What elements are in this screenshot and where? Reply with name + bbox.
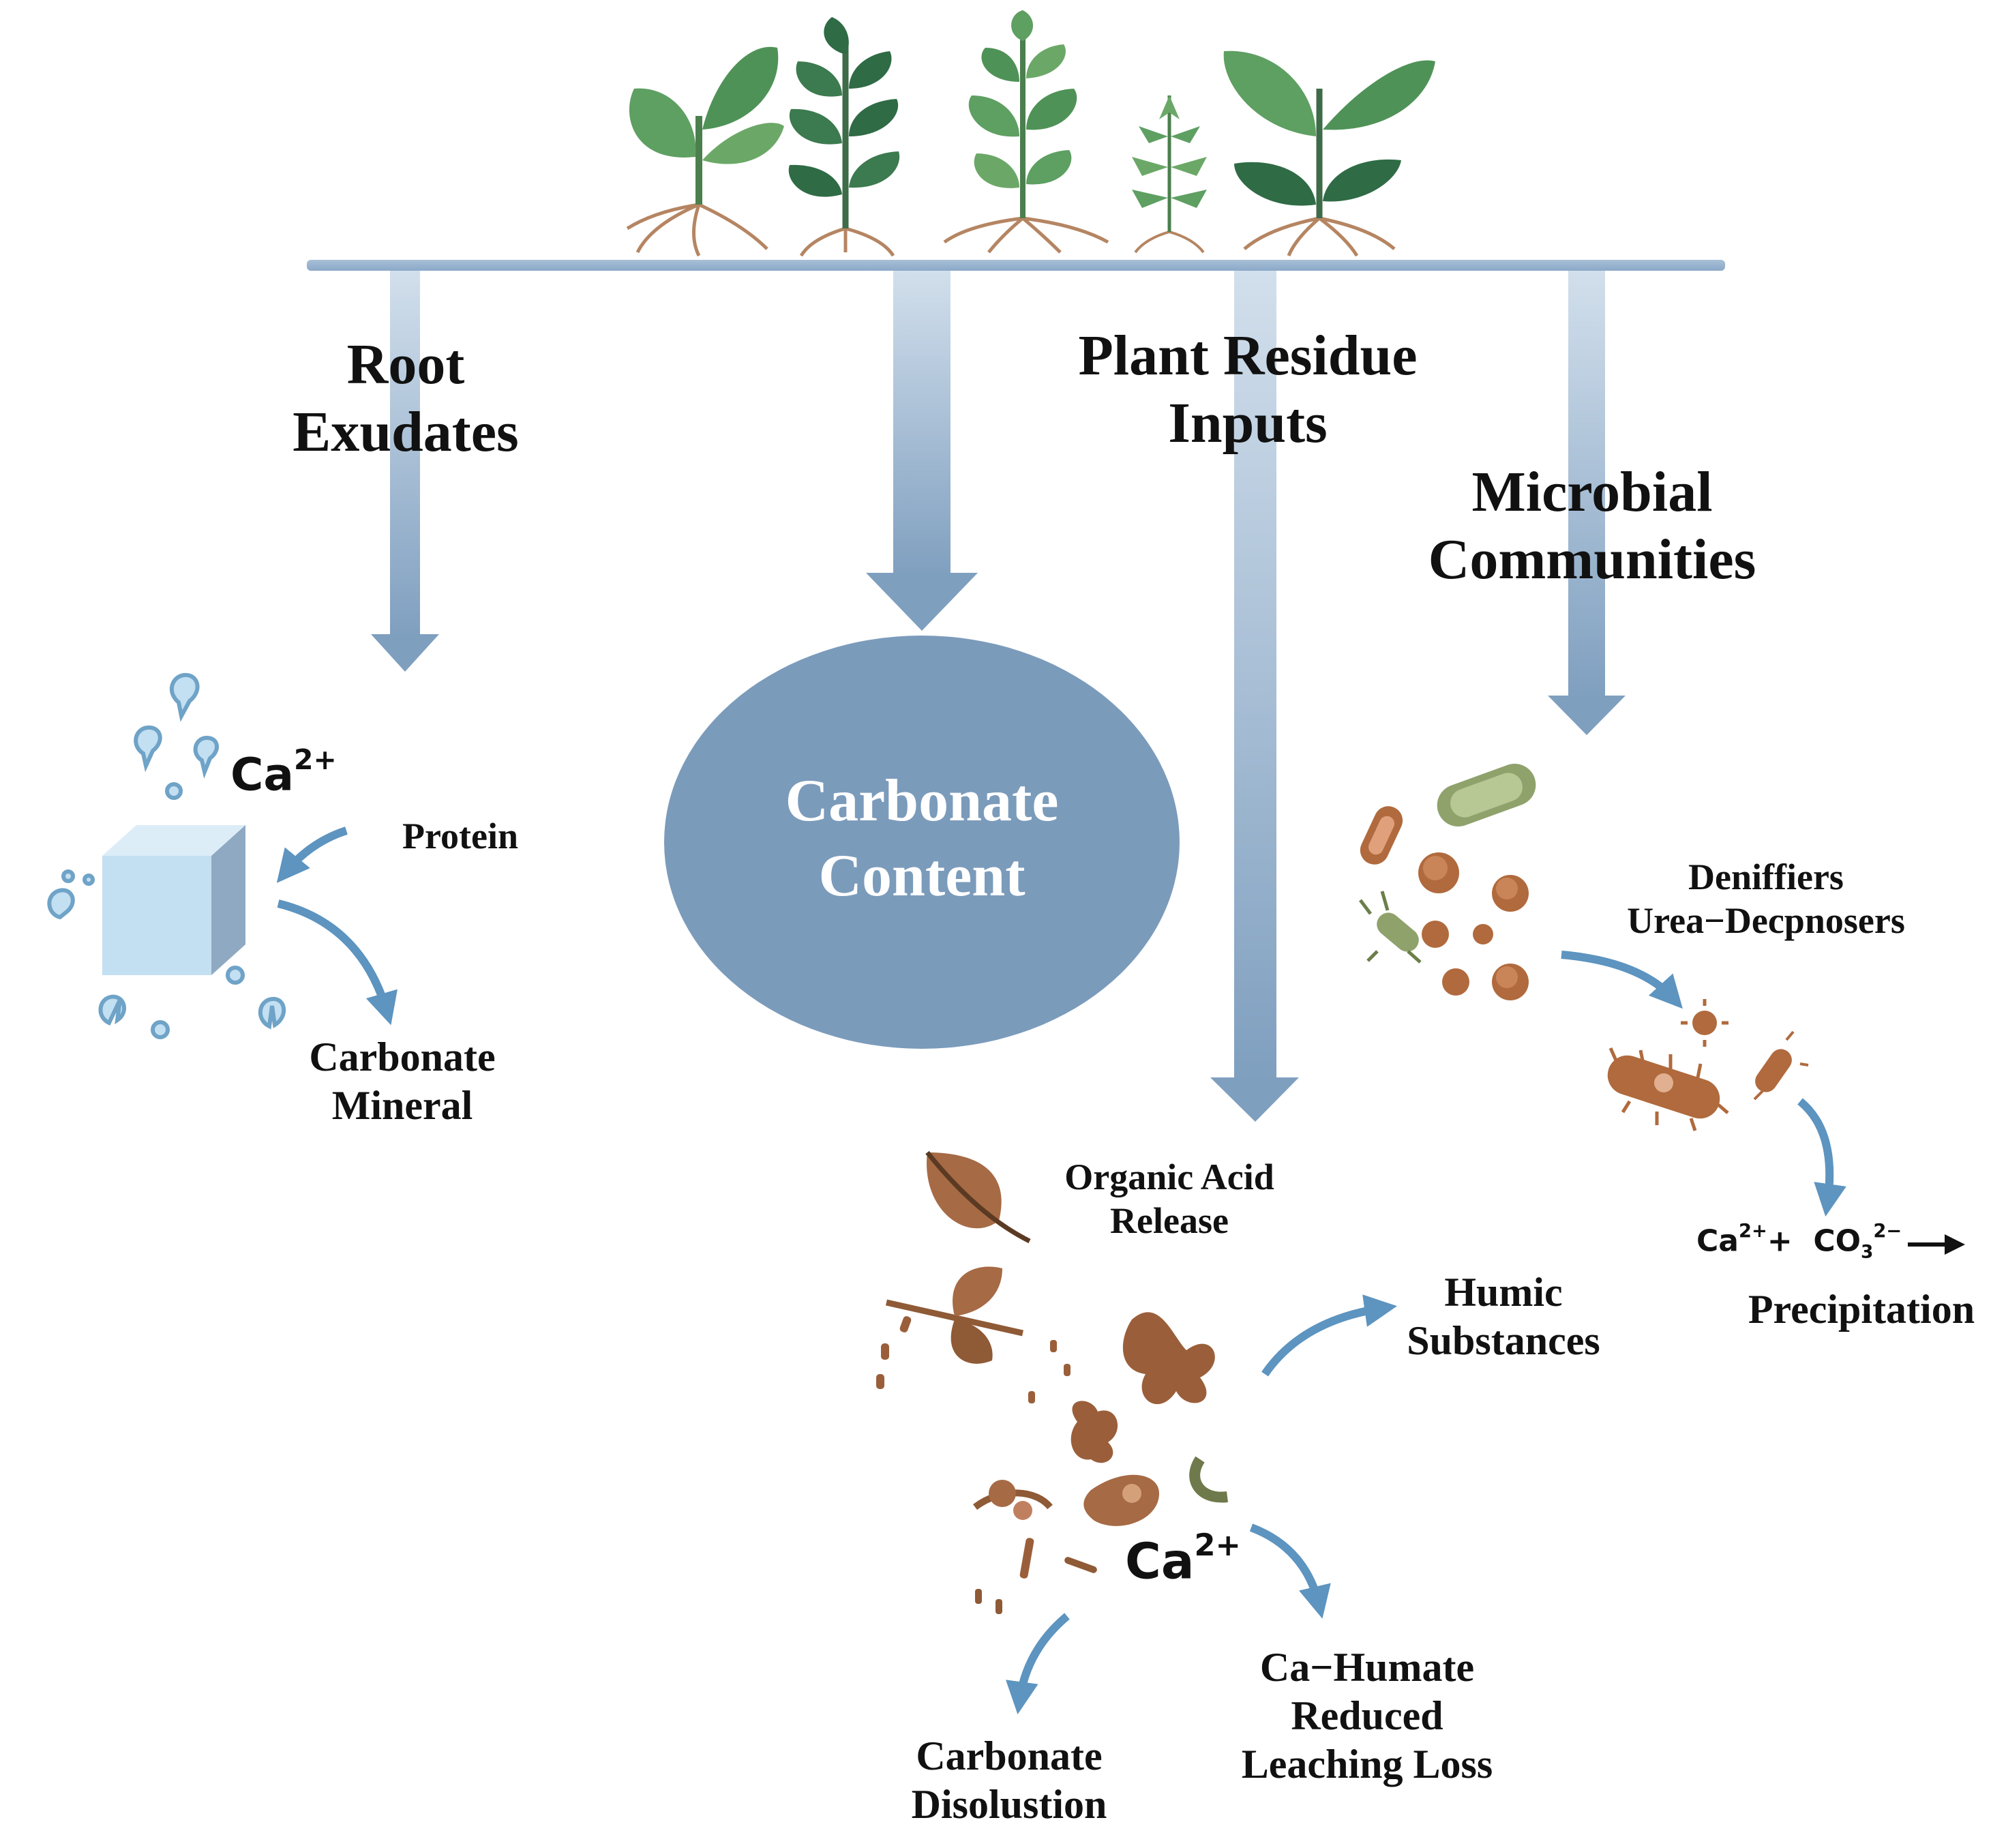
carbonate-mineral-line-2: Mineral [331,1082,473,1128]
residue-leaf-icon [925,1150,1031,1244]
denitrifiers-label: Deniffiers Urea−Decpnosers [1575,856,1957,942]
trunk-bar [307,260,1725,271]
ion-charge: 2+ [1194,1527,1241,1563]
dissolution-arrow [1006,1613,1070,1715]
organic-acid-line-2: Release [1110,1199,1229,1241]
carbonate-content-line-1: Carbonate [785,768,1059,834]
protein-label: Protein [402,816,518,856]
carbonate-mineral-arrow [277,899,398,1026]
precipitation-label: Precipitation [1748,1287,1975,1332]
carbonate-dissolution-label: Carbonate Disolustion [880,1732,1139,1829]
carbonate-symbol: CO [1813,1223,1861,1259]
organic-acid-label: Organic Acid Release [1016,1156,1323,1242]
microbial-communities-arrow [1548,271,1626,735]
microbial-line-2: Communities [1428,528,1756,592]
microbial-line-1: Microbial [1471,460,1713,524]
plant-icon [626,46,784,257]
plus-sign: + [1767,1223,1793,1259]
root-exudates-line-2: Exudates [293,400,519,464]
calcium-ion-residue: Ca2+ [1125,1527,1241,1590]
denitrifiers-line-1: Deniffiers [1688,856,1844,897]
plant-residue-arrow [1210,271,1299,1122]
ion-charge: 2+ [1738,1221,1767,1242]
carbonate-charge: 2− [1873,1221,1902,1242]
dissolution-line-1: Carbonate [916,1733,1103,1778]
root-exudates-label: Root Exudates [245,331,566,466]
organic-acid-line-1: Organic Acid [1064,1157,1274,1197]
protein-arrow [276,826,348,883]
root-exudates-line-1: Root [346,333,465,396]
ion-symbol: Ca [1696,1223,1739,1259]
ion-symbol: Ca [1125,1532,1195,1590]
humic-line-2: Substances [1407,1317,1600,1363]
humic-line-1: Humic [1444,1270,1563,1315]
bacteria-cluster-icon [1359,763,1536,1000]
ca-humate-line-2: Reduced [1291,1693,1443,1738]
ion-charge: 2+ [293,743,337,776]
plant-residue-label: Plant Residue Inputs [1016,322,1480,457]
plant-residue-line-2: Inputs [1168,391,1328,456]
decomposing-residue-icon [973,1401,1228,1614]
carbonate-content-ellipse [664,636,1180,1049]
ca-humate-line-1: Ca−Humate [1259,1645,1475,1690]
ca-humate-label: Ca−Humate Reduced Leaching Loss [1207,1643,1527,1788]
plant-icon [1223,50,1435,257]
ion-symbol: Ca [230,748,294,801]
plant-residue-line-1: Plant Residue [1078,324,1418,387]
carbonate-subscript: 3 [1861,1241,1874,1263]
carbonate-mineral-line-1: Carbonate [309,1034,496,1079]
humic-substances-label: Humic Substances [1377,1268,1630,1365]
ca-humate-line-3: Leaching Loss [1241,1741,1493,1787]
carbonate-cube-icon [102,825,245,975]
precipitation-arrow [1797,1098,1846,1217]
plant-icon [1132,95,1207,254]
plant-icon [943,10,1109,254]
residue-twig-icon [886,1266,1023,1364]
ca-humate-arrow [1249,1523,1331,1619]
denitrifiers-line-2: Urea−Decpnosers [1627,899,1905,941]
plant-row [626,10,1435,257]
calcium-ion-root: Ca2+ [230,743,337,801]
root-exudates-arrow [371,271,439,672]
precipitation-equation: Ca2++ CO32− [1696,1221,1902,1262]
residue-fragment-icon [876,1312,1215,1405]
carbonate-content-arrow [866,271,978,631]
carbonate-content-label: Carbonate Content [716,764,1128,914]
microbial-communities-label: Microbial Communities [1364,458,1821,593]
denitrifier-arrow [1561,951,1683,1009]
humic-arrow [1261,1294,1398,1377]
calcium-droplets [47,672,286,1039]
carbonate-mineral-label: Carbonate Mineral [266,1033,539,1130]
carbonate-content-line-2: Content [818,843,1026,909]
plant-icon [788,17,900,257]
bacteria-decomposer-icon [1607,999,1809,1131]
dissolution-line-2: Disolustion [911,1781,1107,1827]
